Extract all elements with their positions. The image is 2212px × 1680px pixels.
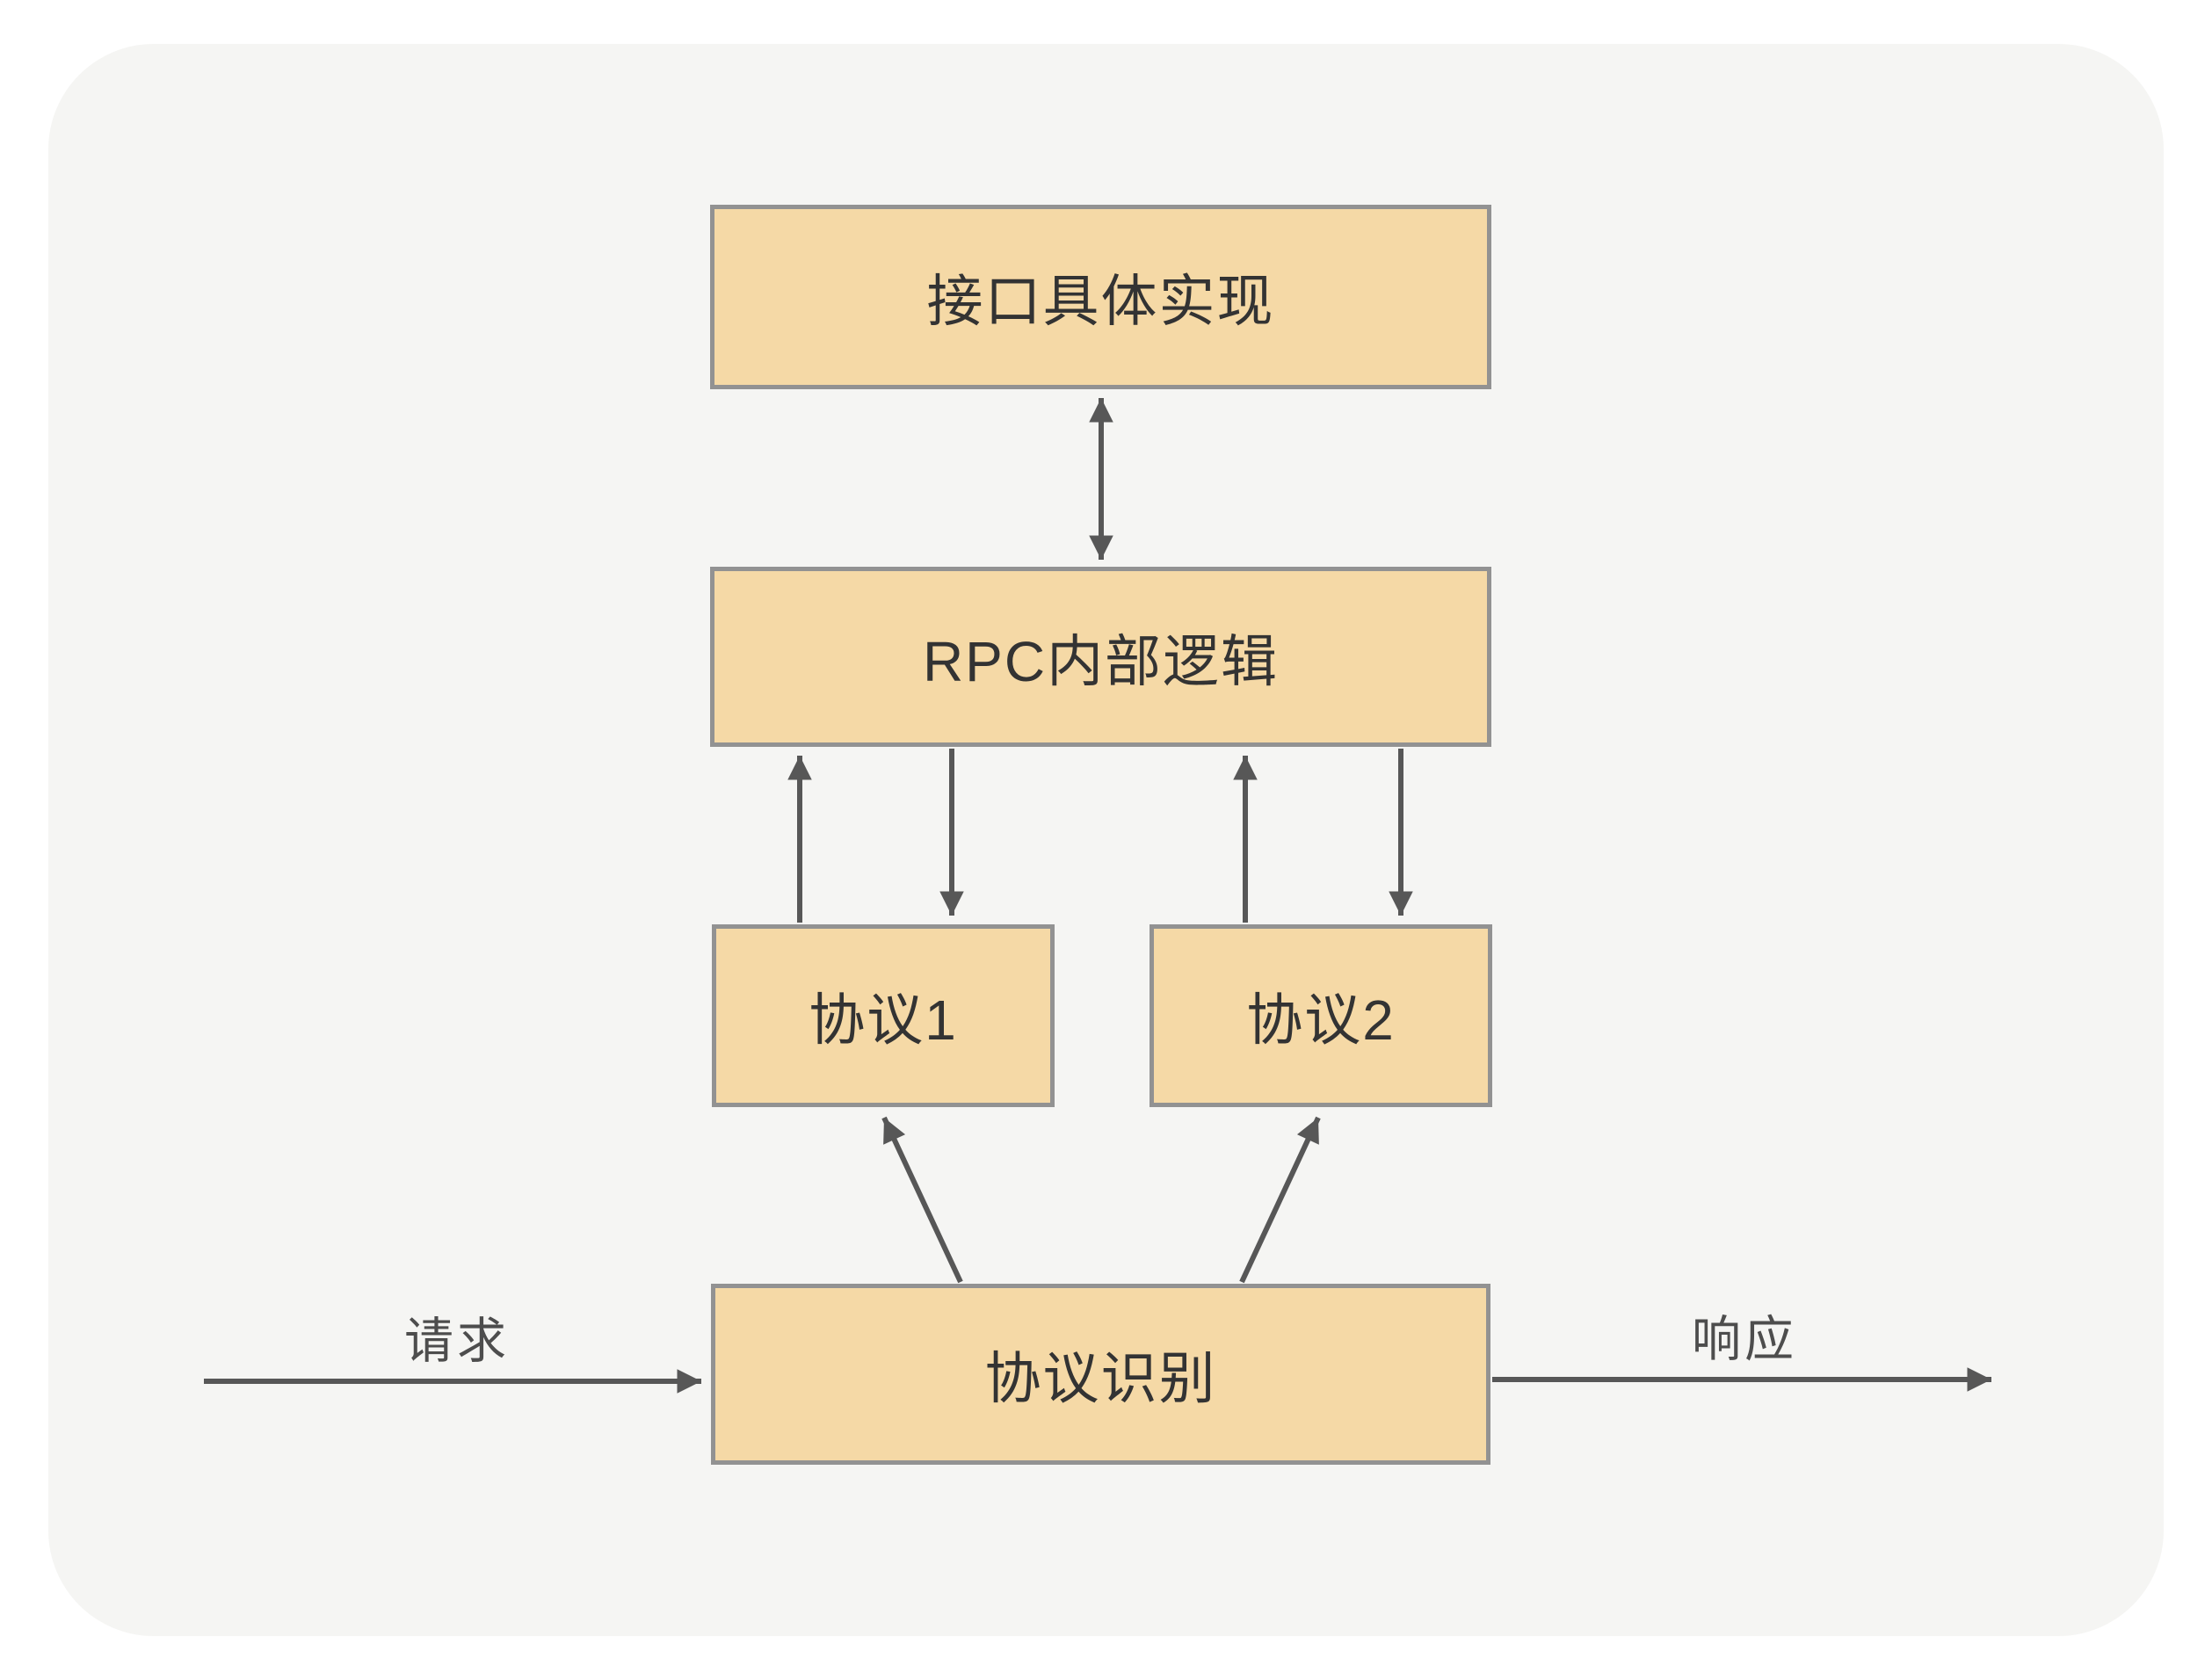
node-interface-implementation-label: 接口具体实现: [926, 270, 1275, 333]
node-rpc-internal-logic-label: RPC内部逻辑: [922, 629, 1280, 693]
edge-label-response: 响应: [1692, 1311, 1797, 1367]
node-protocol-2-label: 协议2: [1246, 988, 1396, 1052]
node-protocol-recognition-label: 协议识别: [984, 1347, 1217, 1410]
node-rpc-internal-logic: RPC内部逻辑: [710, 567, 1491, 747]
node-protocol-1-label: 协议1: [809, 988, 958, 1052]
node-protocol-2: 协议2: [1150, 924, 1492, 1107]
node-interface-implementation: 接口具体实现: [710, 205, 1491, 389]
edge-label-request: 请求: [404, 1313, 510, 1369]
node-protocol-recognition: 协议识别: [711, 1284, 1490, 1465]
node-protocol-1: 协议1: [712, 924, 1055, 1107]
